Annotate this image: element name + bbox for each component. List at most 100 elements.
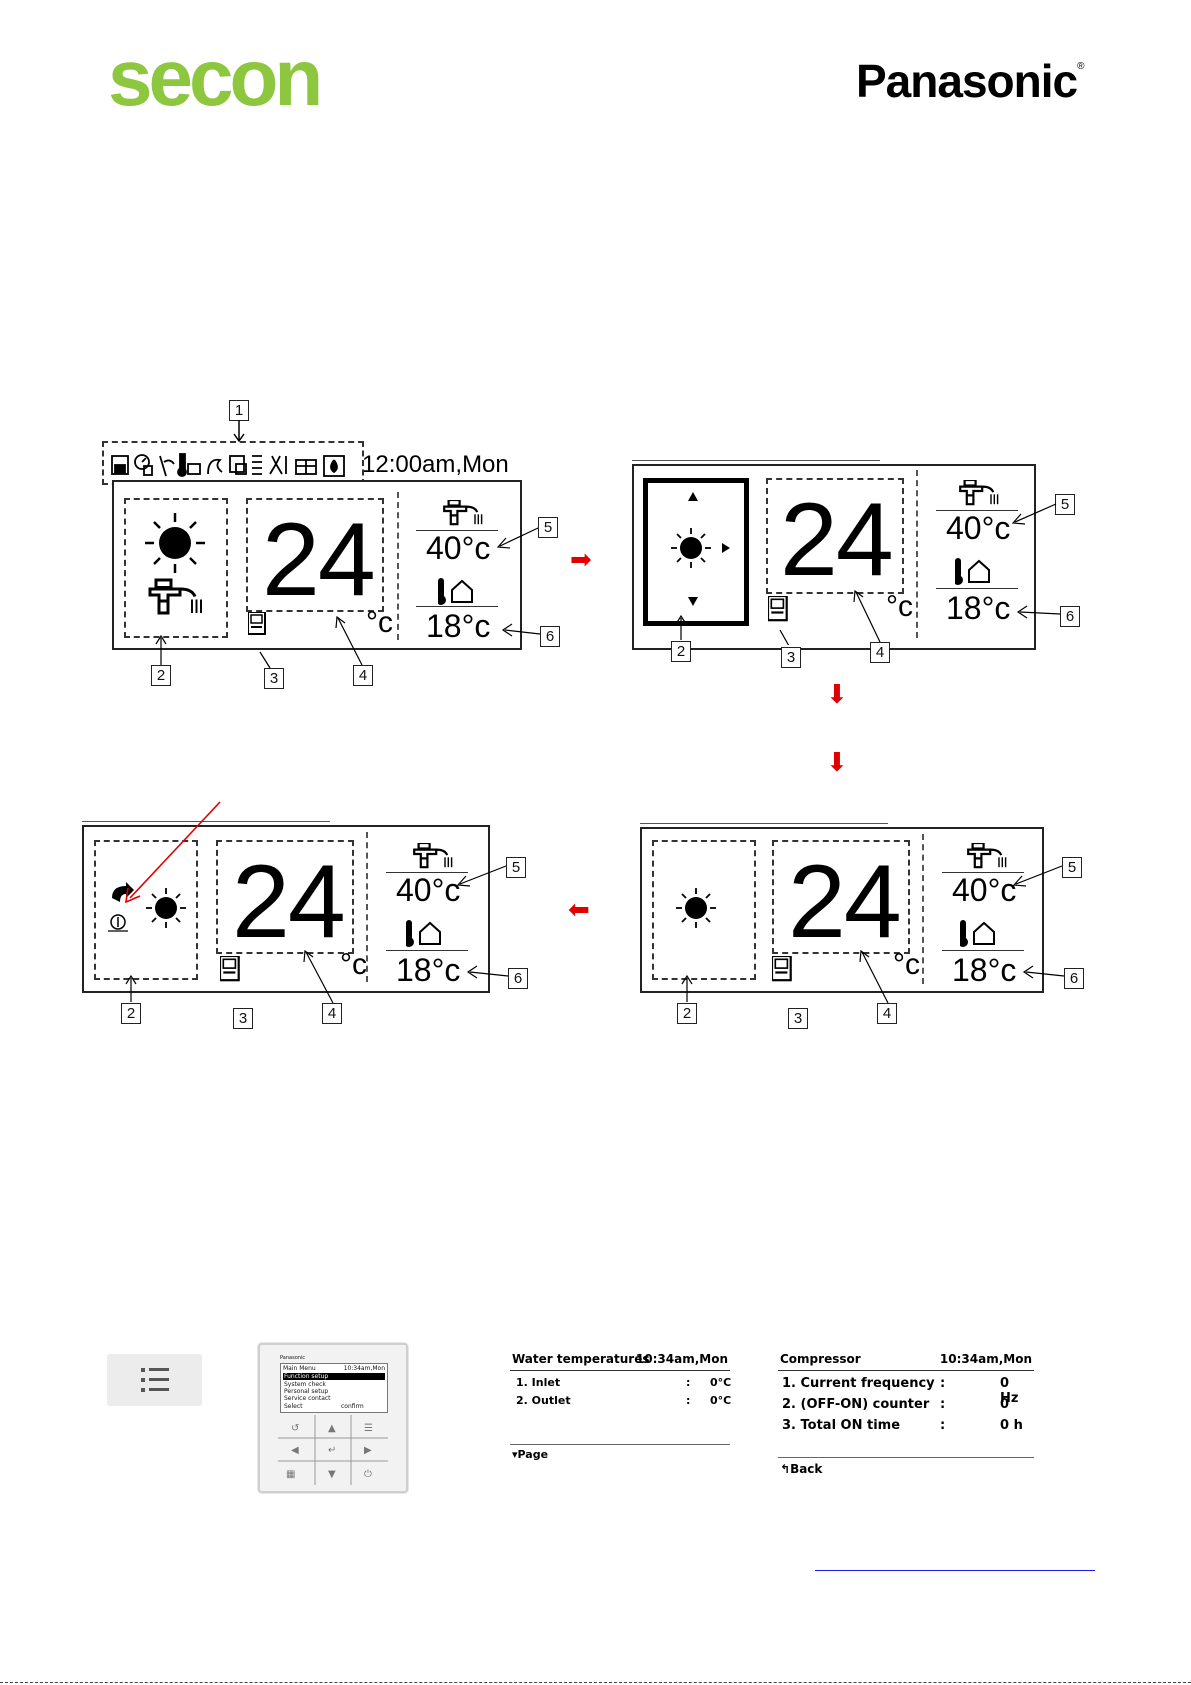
arrow-down-icon: ⬇ <box>826 680 848 710</box>
unit-label: °c <box>893 948 920 981</box>
compressor-row-sep: : <box>940 1397 946 1412</box>
compressor-row-sep: : <box>940 1418 946 1433</box>
callout-2: 2 <box>677 1003 697 1024</box>
water-row-sep: : <box>686 1376 691 1389</box>
controller-menu-time: 10:34am,Mon <box>343 1365 385 1372</box>
unit-label: °c <box>366 606 393 639</box>
controller-footer-right: confirm <box>341 1403 364 1410</box>
callout-2: 2 <box>151 665 171 686</box>
divider <box>778 1370 1034 1371</box>
clock-text: 12:00am,Mon <box>362 451 509 478</box>
mode-area-1 <box>124 498 228 638</box>
compressor-title: Compressor <box>780 1352 861 1366</box>
secon-logo: secon <box>108 33 323 122</box>
unit-label: °c <box>886 590 913 623</box>
callout-1: 1 <box>229 400 249 421</box>
sun-with-timer-icon <box>108 882 187 932</box>
room-temp: 18°c <box>952 952 1017 988</box>
controller-buttons: ↺▲☰ ◀↵▶ ▦▼⏻ <box>278 1415 388 1485</box>
room-temp: 18°c <box>396 952 461 988</box>
callout-5: 5 <box>506 857 526 878</box>
setpoint-value: 24 <box>232 844 346 960</box>
controller-brand: Panasonic <box>280 1355 306 1361</box>
divider <box>942 872 1024 873</box>
callout-6: 6 <box>540 626 560 647</box>
water-row-label: 2. Outlet <box>516 1394 571 1407</box>
compressor-row-label: 2. (OFF-ON) counter <box>782 1397 930 1412</box>
compressor-time: 10:34am,Mon <box>939 1352 1032 1366</box>
compressor-row-value: 0 Hz <box>1000 1376 1019 1406</box>
callout-4: 4 <box>870 642 890 663</box>
setpoint-value: 24 <box>780 482 894 598</box>
divider <box>936 588 1018 589</box>
compressor-row: 2. (OFF-ON) counter : 0 <box>782 1397 1032 1412</box>
callout-4: 4 <box>322 1003 342 1024</box>
divider <box>416 606 498 607</box>
callout-3: 3 <box>781 647 801 668</box>
compressor-row-value: 0 h <box>1000 1418 1023 1433</box>
compressor-row-value: 0 <box>1000 1397 1010 1412</box>
controller-screen: Main Menu 10:34am,Mon Function setup Sys… <box>280 1363 388 1413</box>
callout-5: 5 <box>1062 857 1082 878</box>
callout-6: 6 <box>1064 968 1084 989</box>
setpoint-value: 24 <box>262 502 376 618</box>
svg-text:⏻: ⏻ <box>364 1469 372 1480</box>
callout-pointers-4 <box>681 865 1065 1004</box>
display-screen-3 <box>82 825 490 993</box>
callout-5: 5 <box>1055 494 1075 515</box>
compressor-row: 3. Total ON time : 0 h <box>782 1418 1032 1433</box>
setpoint-area-1 <box>246 498 384 612</box>
controller-menu-item: Function setup <box>284 1373 329 1380</box>
callout-6: 6 <box>1060 606 1080 627</box>
compressor-row-label: 3. Total ON time <box>782 1418 901 1433</box>
controller-footer-left: Select <box>284 1403 303 1410</box>
room-temp: 18°c <box>426 608 491 644</box>
callout-3: 3 <box>788 1008 808 1029</box>
svg-text:▼: ▼ <box>328 1469 336 1480</box>
arrow-down-icon: ⬇ <box>826 748 848 778</box>
svg-text:☰: ☰ <box>364 1423 373 1434</box>
water-row-sep: : <box>686 1394 691 1407</box>
panasonic-logo-text: Panasonic <box>856 55 1078 107</box>
mode-selector <box>670 492 730 606</box>
divider <box>397 492 399 640</box>
divider <box>82 821 330 822</box>
divider <box>366 832 368 982</box>
setpoint-area-2 <box>766 478 904 594</box>
callout-pointers-2 <box>675 503 1061 645</box>
water-time: 10:34am,Mon <box>635 1352 728 1366</box>
compressor-row: 1. Current frequency : 0 Hz <box>782 1376 1032 1406</box>
tank-temp: 40°c <box>952 872 1017 908</box>
water-row: 2. Outlet : 0°C <box>516 1394 731 1407</box>
link-underline[interactable] <box>815 1570 1095 1571</box>
menu-icon <box>141 1368 169 1392</box>
controller-menu-item: Personal setup <box>284 1388 329 1395</box>
compressor-row-sep: : <box>940 1376 946 1391</box>
callout-4: 4 <box>353 665 373 686</box>
divider <box>640 823 888 824</box>
divider <box>386 950 468 951</box>
compressor-panel: Compressor 10:34am,Mon 1. Current freque… <box>778 1350 1034 1480</box>
divider <box>922 834 924 984</box>
water-temperatures-panel: Water temperatures 10:34am,Mon 1. Inlet … <box>510 1350 731 1470</box>
mode-area-3 <box>94 840 198 980</box>
water-footer[interactable]: ▾Page <box>512 1448 548 1461</box>
svg-text:▲: ▲ <box>328 1423 336 1434</box>
setpoint-value: 24 <box>788 844 902 960</box>
remote-controller: Panasonic Main Menu 10:34am,Mon Function… <box>258 1343 408 1493</box>
svg-text:▶: ▶ <box>364 1445 372 1456</box>
back-button[interactable]: ↰Back <box>780 1462 822 1476</box>
controller-menu-title: Main Menu <box>283 1365 316 1372</box>
callout-2: 2 <box>121 1003 141 1024</box>
divider <box>916 470 918 638</box>
setpoint-area-4 <box>772 840 910 954</box>
menu-button[interactable] <box>107 1354 202 1406</box>
page-down-icon: ▾ <box>512 1448 518 1461</box>
callout-pointers-3 <box>125 865 509 1004</box>
water-title: Water temperatures <box>512 1352 650 1366</box>
display-screen-4 <box>640 827 1044 993</box>
svg-text:◀: ◀ <box>291 1445 299 1456</box>
water-row: 1. Inlet : 0°C <box>516 1376 731 1389</box>
divider <box>386 872 468 873</box>
callout-4: 4 <box>877 1003 897 1024</box>
